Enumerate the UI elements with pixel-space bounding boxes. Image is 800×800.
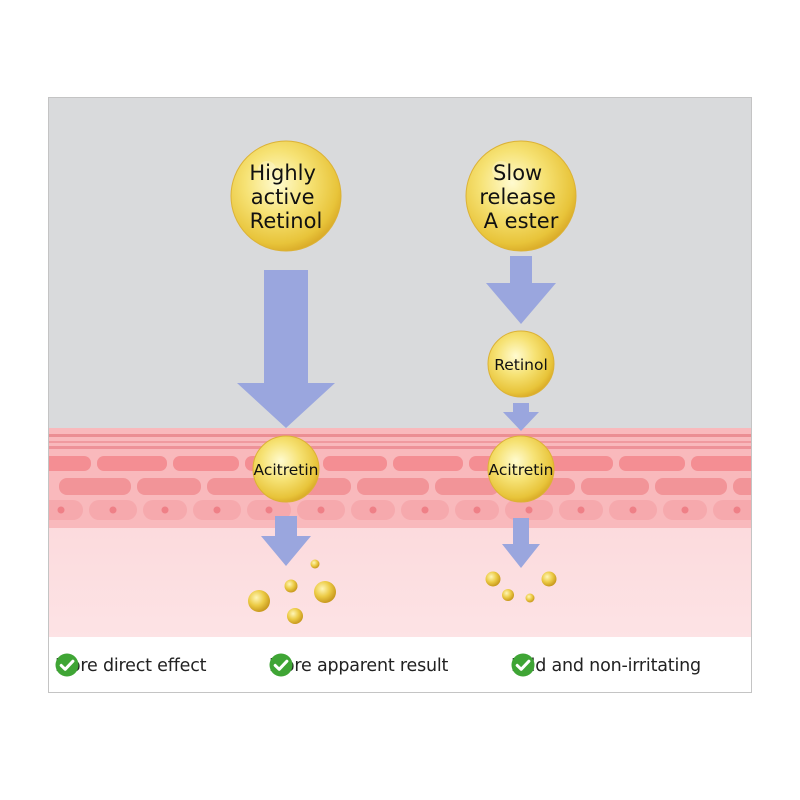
left-lower-arrow (261, 516, 311, 566)
right-column: Slow release A ester Retinol Acitretin (465, 140, 577, 603)
right-lower-arrow (502, 518, 540, 568)
check-circle-icon (269, 653, 293, 677)
left-column: Highly active Retinol Acitretin (230, 140, 342, 624)
right-droplets (485, 571, 557, 603)
diagram-frame: Highly active Retinol Acitretin (48, 97, 752, 693)
left-droplets (248, 559, 336, 624)
left-acitretin-label: Acitretin (253, 461, 318, 479)
right-acitretin-label: Acitretin (488, 461, 553, 479)
highly-active-retinol-label: Highly active Retinol (249, 161, 322, 233)
benefits-legend: More direct effect More apparent result … (49, 637, 751, 692)
legend-item-direct-effect: More direct effect (55, 653, 206, 679)
slow-release-a-ester-label: Slow release A ester (479, 161, 562, 233)
retinol-absorption-diagram: Highly active Retinol Acitretin (49, 98, 751, 638)
right-upper-arrow (486, 256, 556, 324)
legend-label: More apparent result (269, 656, 449, 676)
legend-item-apparent-result: More apparent result (269, 653, 448, 679)
legend-label: Mild and non-irritating (511, 656, 701, 676)
legend-label: More direct effect (55, 656, 207, 676)
skin-cells-row-3 (49, 500, 751, 520)
check-circle-icon (511, 653, 535, 677)
right-acitretin-bubble (487, 435, 555, 503)
slow-release-a-ester-bubble (465, 140, 577, 252)
highly-active-retinol-bubble (230, 140, 342, 252)
left-large-arrow (237, 270, 335, 428)
legend-item-mild-non-irritating: Mild and non-irritating (511, 653, 701, 679)
left-acitretin-bubble (252, 435, 320, 503)
retinol-label: Retinol (494, 356, 548, 374)
bubble-highlight (492, 161, 510, 179)
retinol-bubble (487, 330, 555, 398)
right-middle-arrow (503, 403, 539, 431)
stratum-corneum-lines (49, 434, 751, 449)
skin-cells-row-1 (49, 456, 751, 471)
air-background (49, 98, 751, 428)
bubble-highlight (258, 161, 276, 179)
check-circle-icon (55, 653, 79, 677)
